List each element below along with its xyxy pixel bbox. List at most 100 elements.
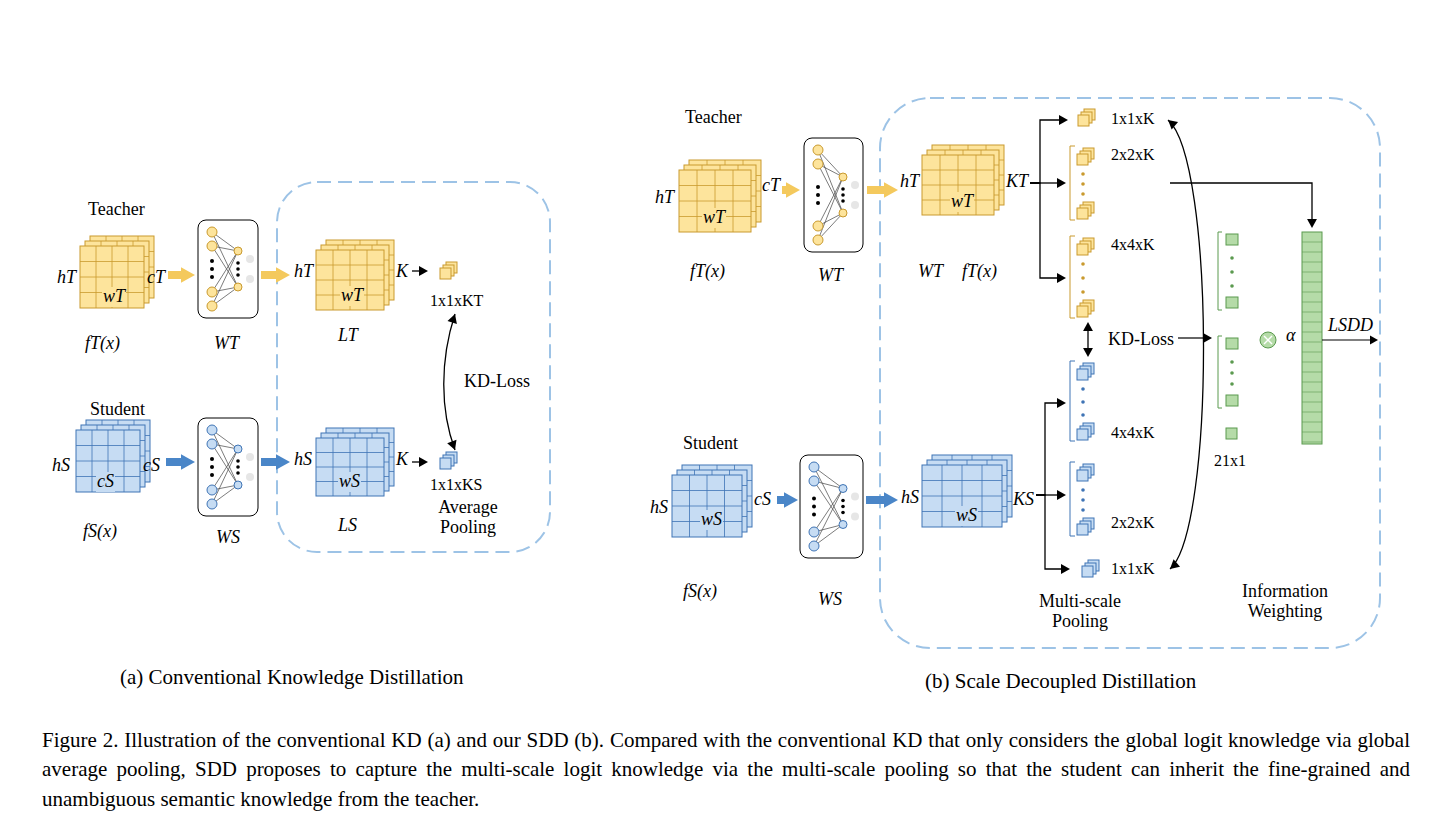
node-text: WT [918,262,943,282]
loss-cell [1226,395,1238,406]
grid-line [128,246,129,308]
vector-cell-line [1302,272,1322,273]
pooled-logit [1077,244,1088,255]
label: (b) Scale Decoupled Distillation [925,670,1196,693]
ellipsis-dot [1081,413,1085,417]
bracket [1070,462,1075,536]
connector-line [866,496,887,504]
arrow-head [1061,564,1070,574]
network-link [212,251,238,306]
diagram-node: 1x1xK [1070,556,1170,582]
node-text: WT [818,266,843,286]
ellipsis-dot [812,513,816,517]
node-text: hS [650,498,668,518]
connector [1030,115,1068,183]
connector-line [1030,183,1059,278]
ellipsis-dot [841,199,845,203]
ellipsis-dot [1230,270,1234,274]
diagram-node: TeacherhTcTwTfT(x) [50,195,168,356]
loss-cell [1226,338,1238,349]
vector-cell-line [1302,422,1322,423]
node-text: WS [818,590,842,610]
node-text: WT [214,334,239,354]
node-text: fS(x) [83,522,117,542]
node-text: LS [338,516,357,536]
arrow-head [1168,120,1178,130]
label: Multi-scale Pooling [1030,592,1130,632]
diagram-node: WT [195,217,261,357]
connector [412,266,428,276]
vector-cell-line [1302,352,1322,353]
neuron [839,209,847,217]
diagram-node: WT [800,135,867,288]
neuron [813,145,823,155]
connector [166,454,195,469]
bracket [1070,361,1075,441]
neuron [234,247,242,255]
pooled-logit [1082,566,1093,577]
arrow-head [447,440,456,450]
neuron [207,227,217,237]
diagram-node: StudenthScSwSfS(x) [645,428,777,606]
ellipsis-dot [236,273,240,277]
neuron [813,235,823,245]
bracket [1218,232,1222,310]
grid-line [922,185,994,186]
arrow-head [1059,115,1068,125]
node-text: Student [90,400,145,420]
node-text: wS [338,472,361,492]
edge-label: KD-Loss [1106,330,1176,350]
network-link [818,150,843,213]
pooled-logit [1077,154,1088,165]
ellipsis-dot [210,275,214,279]
multiply-cross [1264,336,1272,344]
neuron [809,462,819,472]
ellipsis-dot [841,511,845,515]
node-text: WS [216,528,240,548]
node-text: 1x1xK [1111,560,1155,578]
grid-line [76,461,140,462]
connector-line [1036,495,1063,569]
connector [444,314,457,450]
neuron [234,283,242,291]
node-text: wT [340,286,364,306]
loss-cell [1226,428,1237,439]
arrow-head [1057,178,1066,188]
connector [1036,495,1070,574]
arrow-head [1057,273,1066,283]
ellipsis-dot [1230,360,1234,364]
arrow-head [1083,322,1093,331]
dashed-region [880,98,1380,648]
grid-line [367,438,368,496]
diagram-node: hSKSwS [898,450,1036,535]
grid-line [316,280,384,281]
connector [1036,398,1066,495]
dashed-region [277,182,550,552]
vector-cell-line [1302,432,1322,433]
node-text: hS [294,450,312,470]
neuron [207,439,217,449]
network-link [818,164,843,213]
vector-cell-line [1302,362,1322,363]
node-text: hS [901,488,919,508]
faded-neuron [851,181,859,189]
ellipsis-dot [1081,262,1085,266]
bracket [1070,236,1075,318]
feature-map-layer [316,250,384,310]
neuron [207,425,217,435]
neuron [813,221,823,231]
neuron [207,287,217,297]
connector [412,457,428,467]
faded-neuron [246,275,254,283]
neuron [839,521,847,529]
network-box [198,418,258,516]
ellipsis-dot [210,465,214,469]
diagram-node: 21x1 [1212,228,1270,473]
feature-map-layer [80,246,144,308]
feature-map-layer [316,438,384,496]
neuron [207,301,217,311]
node-text: wT [950,192,974,212]
grid-line [367,250,368,310]
node-text: KT [1006,172,1028,192]
loss-cell [1226,234,1238,245]
